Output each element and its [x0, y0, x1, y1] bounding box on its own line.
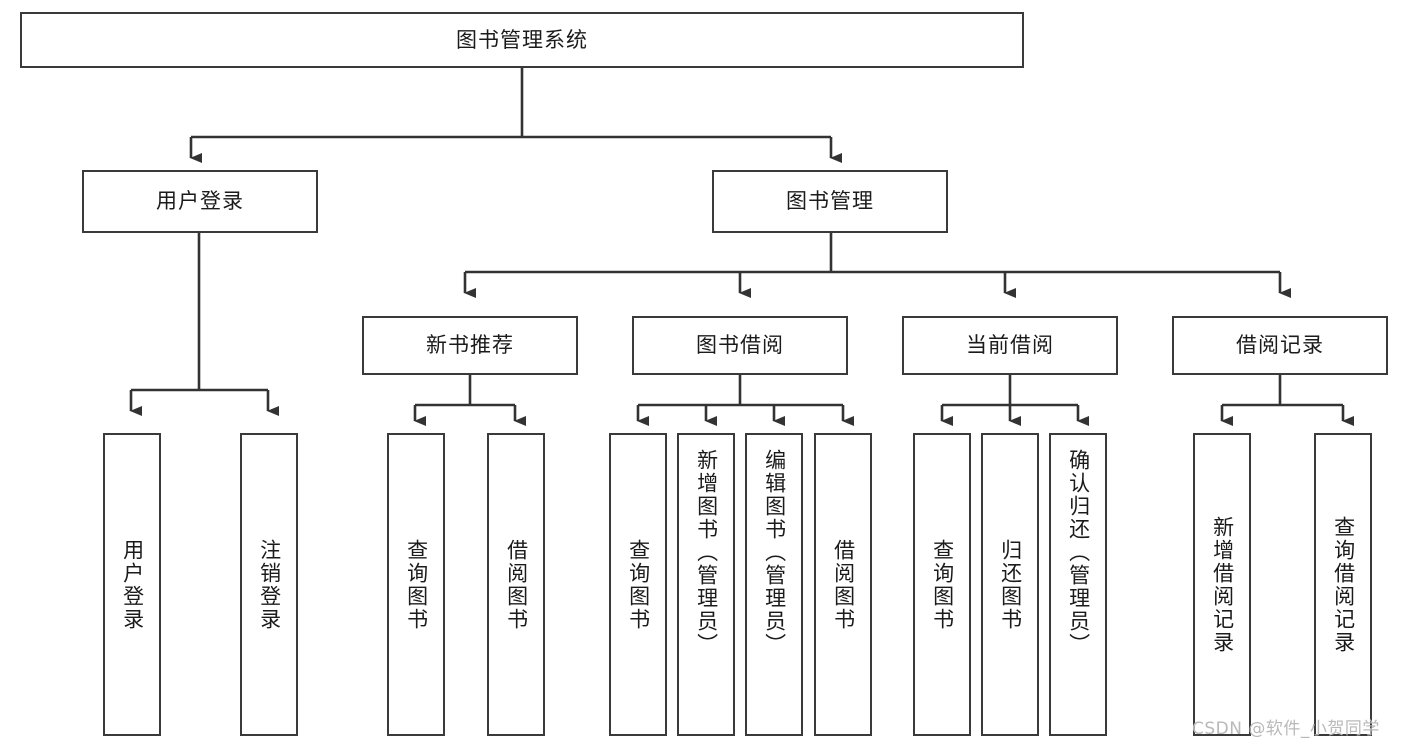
node-label: 新增图书（管理员）	[694, 449, 719, 656]
leaf-user-login-signin[interactable]: 用户登录	[103, 433, 161, 736]
node-label: 新增借阅记录	[1210, 515, 1235, 654]
leaf-recommend-query-book[interactable]: 查询图书	[387, 433, 445, 736]
watermark-label: CSDN @软件_小贺同学	[1192, 719, 1380, 739]
leaf-borrow-query-book[interactable]: 查询图书	[609, 433, 667, 736]
leaf-recommend-borrow-book[interactable]: 借阅图书	[487, 433, 545, 736]
node-label: 查询借阅记录	[1331, 515, 1356, 654]
leaf-user-login-signout[interactable]: 注销登录	[240, 433, 298, 736]
node-root-system[interactable]: 图书管理系统	[20, 12, 1024, 68]
node-book-borrow[interactable]: 图书借阅	[632, 316, 848, 375]
node-label: 查询图书	[404, 538, 429, 631]
node-label: 编辑图书（管理员）	[762, 449, 787, 656]
node-label: 借阅记录	[1236, 333, 1324, 357]
leaf-borrow-borrow-book[interactable]: 借阅图书	[814, 433, 872, 736]
node-label: 借阅图书	[831, 538, 856, 631]
node-label: 查询图书	[626, 538, 651, 631]
node-label: 用户登录	[156, 189, 244, 213]
node-borrow-record[interactable]: 借阅记录	[1172, 316, 1388, 375]
leaf-current-confirm-return-admin[interactable]: 确认归还（管理员）	[1049, 433, 1107, 736]
leaf-borrow-add-book-admin[interactable]: 新增图书（管理员）	[677, 433, 735, 736]
leaf-record-add-record[interactable]: 新增借阅记录	[1193, 433, 1251, 736]
leaf-current-query-book[interactable]: 查询图书	[913, 433, 971, 736]
node-label: 用户登录	[120, 538, 145, 631]
node-label: 确认归还（管理员）	[1066, 449, 1091, 656]
node-label: 图书管理系统	[456, 27, 588, 52]
leaf-borrow-edit-book-admin[interactable]: 编辑图书（管理员）	[745, 433, 803, 736]
node-label: 当前借阅	[966, 333, 1054, 357]
leaf-record-query-record[interactable]: 查询借阅记录	[1314, 433, 1372, 736]
node-label: 借阅图书	[504, 538, 529, 631]
node-label: 归还图书	[998, 538, 1023, 631]
node-user-login[interactable]: 用户登录	[82, 170, 318, 233]
node-book-management[interactable]: 图书管理	[712, 170, 948, 233]
node-new-book-recommend[interactable]: 新书推荐	[362, 316, 578, 375]
node-current-borrow[interactable]: 当前借阅	[902, 316, 1118, 375]
node-label: 新书推荐	[426, 333, 514, 357]
node-label: 查询图书	[930, 538, 955, 631]
node-label: 注销登录	[257, 538, 282, 631]
node-label: 图书借阅	[696, 333, 784, 357]
leaf-current-return-book[interactable]: 归还图书	[981, 433, 1039, 736]
node-label: 图书管理	[786, 189, 874, 213]
